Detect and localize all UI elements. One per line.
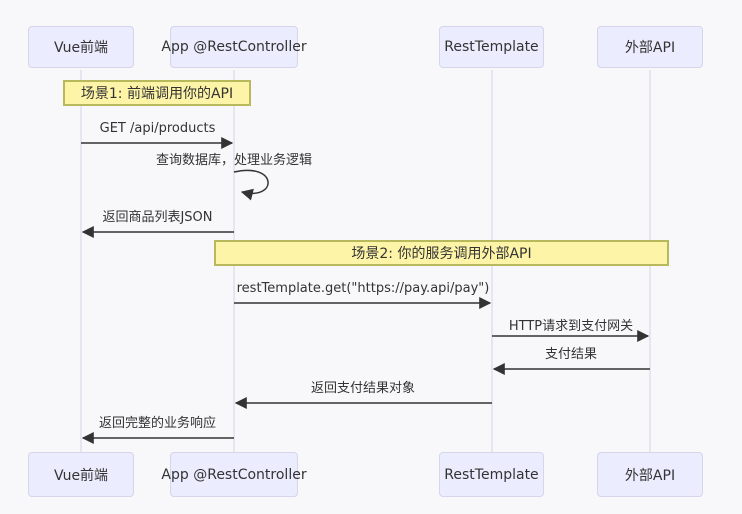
actor-vue-frontend-top: Vue前端	[28, 26, 134, 68]
actor-resttemplate-top: RestTemplate	[439, 26, 544, 68]
note-scenario-2: 场景2: 你的服务调用外部API	[214, 240, 669, 266]
note-scenario-1: 场景1: 前端调用你的API	[63, 80, 251, 106]
message-label-process-logic: 查询数据库，处理业务逻辑	[155, 153, 312, 168]
message-label-return-product-json: 返回商品列表JSON	[102, 210, 213, 225]
message-label-resttemplate-get: restTemplate.get("https://pay.api/pay")	[236, 281, 490, 296]
actor-external-api-bottom: 外部API	[597, 452, 703, 497]
message-label-return-pay-object: 返回支付结果对象	[310, 381, 415, 396]
actor-rest-controller-top: App @RestController	[161, 26, 307, 68]
actor-resttemplate-bottom: RestTemplate	[439, 452, 544, 497]
actor-rest-controller-bottom: App @RestController	[161, 452, 307, 497]
arrow-self-process-logic	[233, 169, 269, 201]
message-label-http-to-gateway: HTTP请求到支付网关	[508, 319, 634, 334]
message-label-return-full-response: 返回完整的业务响应	[98, 416, 216, 431]
actor-vue-frontend-bottom: Vue前端	[28, 452, 134, 497]
message-label-get-api-products: GET /api/products	[99, 121, 216, 136]
message-label-pay-result: 支付结果	[544, 347, 597, 362]
actor-external-api-top: 外部API	[597, 26, 703, 68]
